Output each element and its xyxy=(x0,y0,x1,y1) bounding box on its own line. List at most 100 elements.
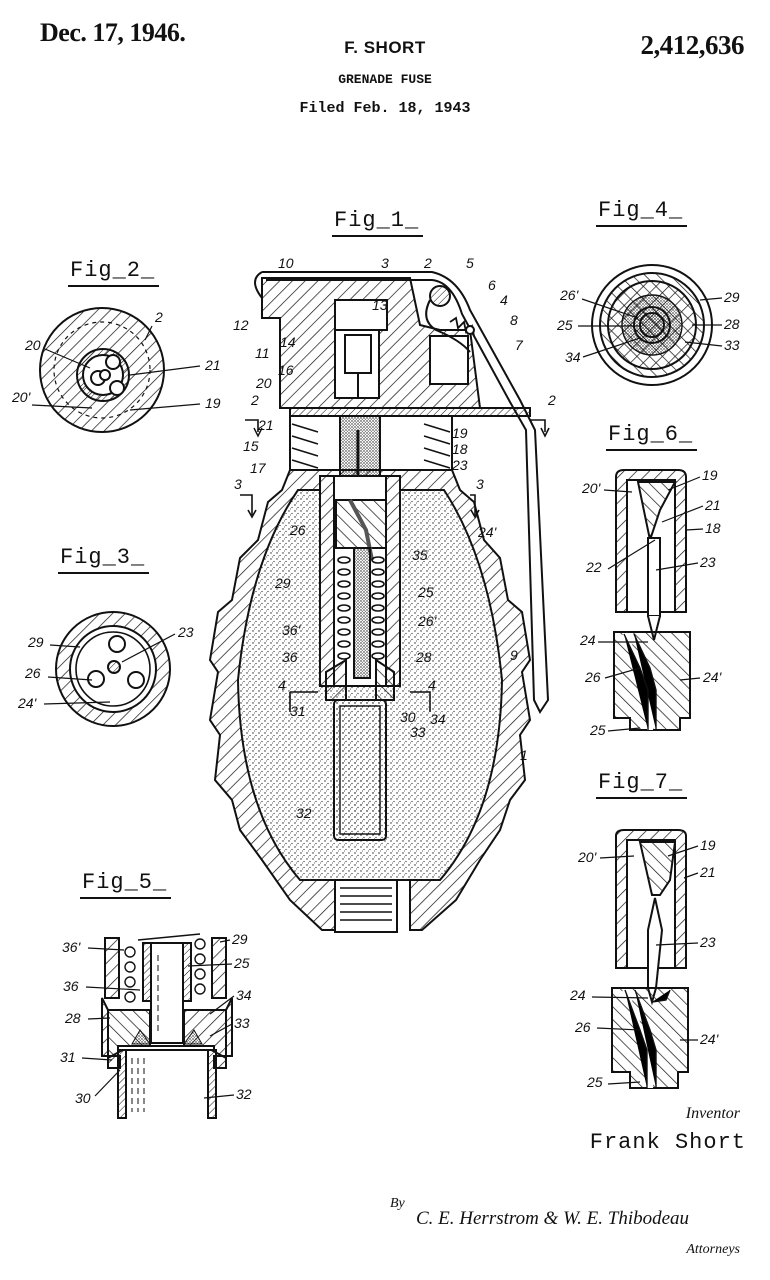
fig1-drawing xyxy=(208,271,550,933)
svg-text:29: 29 xyxy=(231,931,248,947)
svg-text:15: 15 xyxy=(243,438,259,454)
fig2-drawing xyxy=(39,307,165,433)
svg-text:14: 14 xyxy=(280,334,296,350)
fig3-ref-numerals: 29 23 26 24' xyxy=(17,624,194,711)
svg-text:31: 31 xyxy=(290,703,306,719)
svg-text:21: 21 xyxy=(204,357,221,373)
svg-text:20': 20' xyxy=(11,389,32,405)
svg-text:3: 3 xyxy=(381,255,389,271)
svg-text:20': 20' xyxy=(581,480,602,496)
svg-text:26: 26 xyxy=(574,1019,591,1035)
attorneys-signature: C. E. Herrstrom & W. E. Thibodeau xyxy=(416,1208,690,1229)
svg-text:29: 29 xyxy=(27,634,44,650)
svg-text:2: 2 xyxy=(423,255,432,271)
issue-date: Dec. 17, 1946. xyxy=(40,18,186,47)
safety-lever xyxy=(254,271,550,714)
svg-text:18: 18 xyxy=(452,441,468,457)
svg-text:36': 36' xyxy=(62,939,82,955)
svg-text:4: 4 xyxy=(428,677,436,693)
svg-text:17: 17 xyxy=(250,460,267,476)
fig5-label: Fig_5_ xyxy=(80,870,172,899)
svg-text:28: 28 xyxy=(415,649,432,665)
svg-text:26: 26 xyxy=(24,665,41,681)
svg-text:24': 24' xyxy=(17,695,38,711)
svg-text:20: 20 xyxy=(24,337,41,353)
svg-text:25: 25 xyxy=(586,1074,603,1090)
svg-text:24': 24' xyxy=(699,1031,720,1047)
svg-text:19: 19 xyxy=(700,837,716,853)
by-label: By xyxy=(390,1196,405,1211)
primer-capsule xyxy=(339,415,381,477)
patent-number: 2,412,636 xyxy=(640,30,745,60)
svg-text:26: 26 xyxy=(289,522,306,538)
svg-text:23: 23 xyxy=(699,554,716,570)
svg-text:30: 30 xyxy=(75,1090,91,1106)
fig6-label: Fig_6_ xyxy=(606,422,698,451)
svg-text:13: 13 xyxy=(372,297,388,313)
svg-text:34: 34 xyxy=(236,987,252,1003)
svg-text:36: 36 xyxy=(63,978,79,994)
svg-text:2: 2 xyxy=(154,309,163,325)
svg-text:2: 2 xyxy=(250,392,259,408)
svg-text:30: 30 xyxy=(400,709,416,725)
fig7-drawing xyxy=(611,829,689,1089)
svg-text:25: 25 xyxy=(589,722,606,738)
inventor-label: Inventor xyxy=(685,1105,740,1122)
svg-text:3: 3 xyxy=(234,476,242,492)
svg-text:24: 24 xyxy=(579,632,596,648)
svg-text:24': 24' xyxy=(477,524,498,540)
fig3-label: Fig_3_ xyxy=(58,545,150,574)
svg-text:29: 29 xyxy=(274,575,291,591)
svg-text:25: 25 xyxy=(233,955,250,971)
svg-text:4: 4 xyxy=(500,292,508,308)
svg-text:11: 11 xyxy=(255,345,270,361)
svg-text:35: 35 xyxy=(412,547,428,563)
filed-date: Filed Feb. 18, 1943 xyxy=(299,100,471,117)
svg-text:5: 5 xyxy=(466,255,474,271)
svg-text:4: 4 xyxy=(278,677,286,693)
svg-text:26: 26 xyxy=(584,669,601,685)
fig6-drawing xyxy=(613,469,691,731)
svg-text:21: 21 xyxy=(699,864,716,880)
svg-text:8: 8 xyxy=(510,312,518,328)
patent-title: GRENADE FUSE xyxy=(338,72,432,87)
fig2-ref-numerals: 2 20 21 20' 19 xyxy=(11,309,221,411)
svg-text:29: 29 xyxy=(723,289,740,305)
svg-text:21: 21 xyxy=(257,417,274,433)
svg-text:23: 23 xyxy=(177,624,194,640)
svg-text:10: 10 xyxy=(278,255,294,271)
fig2-label: Fig_2_ xyxy=(68,258,160,287)
svg-text:28: 28 xyxy=(723,316,740,332)
svg-text:33: 33 xyxy=(724,337,740,353)
svg-text:12: 12 xyxy=(233,317,249,333)
fig4-drawing xyxy=(591,264,713,386)
svg-text:21: 21 xyxy=(704,497,721,513)
svg-text:20': 20' xyxy=(577,849,598,865)
svg-text:33: 33 xyxy=(234,1015,250,1031)
svg-text:28: 28 xyxy=(64,1010,81,1026)
fig5-drawing xyxy=(101,933,233,1119)
svg-text:24: 24 xyxy=(569,987,586,1003)
fig7-ref-numerals: 20' 19 21 23 24 26 24' 25 xyxy=(569,837,720,1090)
svg-text:34: 34 xyxy=(430,711,446,727)
inventor-header: F. SHORT xyxy=(344,38,426,57)
svg-text:19: 19 xyxy=(702,467,718,483)
svg-text:36: 36 xyxy=(282,649,298,665)
fig4-label: Fig_4_ xyxy=(596,198,688,227)
inventor-name: Frank Short xyxy=(589,1130,746,1155)
svg-text:19: 19 xyxy=(452,425,468,441)
svg-text:25: 25 xyxy=(556,317,573,333)
svg-text:25: 25 xyxy=(417,584,434,600)
svg-text:16: 16 xyxy=(278,362,294,378)
svg-text:6: 6 xyxy=(488,277,496,293)
booster-cup xyxy=(333,699,387,841)
svg-text:19: 19 xyxy=(205,395,221,411)
svg-text:23: 23 xyxy=(699,934,716,950)
svg-text:18: 18 xyxy=(705,520,721,536)
fig7-label: Fig_7_ xyxy=(596,770,688,799)
